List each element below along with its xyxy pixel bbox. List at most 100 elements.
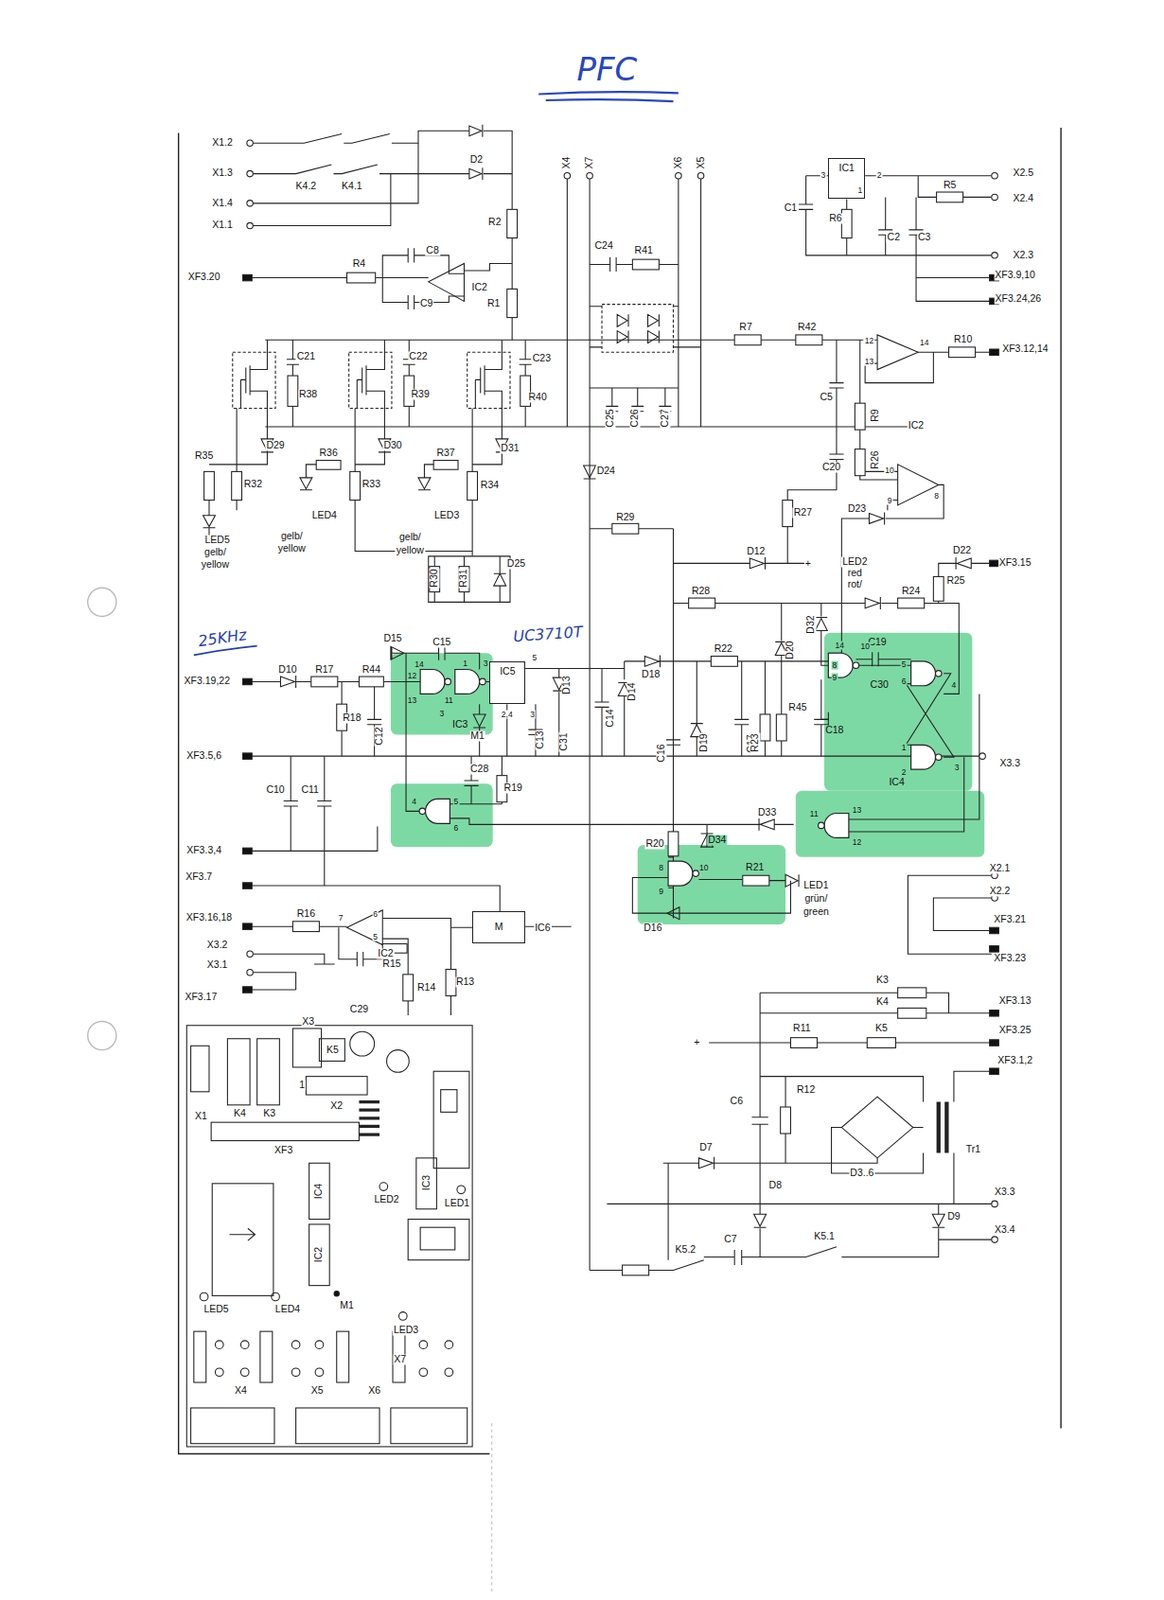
resistor-symbol <box>311 676 338 688</box>
resistor-symbol <box>949 347 976 358</box>
part-label: D16 <box>642 922 663 934</box>
component-symbol <box>418 408 509 557</box>
pin-number: 12 <box>406 670 418 680</box>
pin-number: 14 <box>833 641 845 651</box>
resistor-symbol <box>742 875 770 886</box>
part-label: XF3.9,10 <box>993 270 1037 282</box>
part-label: XF3.25 <box>998 1024 1033 1036</box>
part-label: LED2 <box>372 1194 400 1205</box>
pin-number: 9 <box>657 887 665 897</box>
wire <box>264 339 918 427</box>
logic-gate <box>911 744 936 770</box>
page-frame <box>491 1423 493 1592</box>
part-label: D15 <box>382 633 403 644</box>
pin-number: 13 <box>406 695 418 705</box>
pcb-layout <box>315 1340 324 1350</box>
pcb-layout <box>227 1039 250 1106</box>
part-label: R13 <box>455 977 476 988</box>
terminal <box>243 847 253 854</box>
pin-number: 8 <box>933 491 940 500</box>
terminal <box>989 1068 1000 1075</box>
handwritten-note: UC3710T <box>511 624 584 646</box>
component-symbol <box>356 339 385 427</box>
pcb-layout <box>457 1185 466 1195</box>
part-label: IC2 <box>314 1246 325 1264</box>
part-label: R35 <box>194 450 214 461</box>
part-label: X2.4 <box>1011 194 1035 205</box>
part-label: D33 <box>757 808 777 819</box>
wire <box>828 339 898 480</box>
part-label: R19 <box>503 783 524 794</box>
resistor-symbol <box>898 987 927 999</box>
wire <box>666 661 829 757</box>
box-label: IC1 <box>828 158 865 174</box>
pcb-layout <box>240 1368 249 1377</box>
pin-number: 12 <box>864 336 875 346</box>
part-label: K5.1 <box>812 1231 836 1242</box>
part-label: C1 <box>783 202 798 213</box>
pin-number: 12 <box>851 838 863 847</box>
pin-number: 13 <box>851 805 863 814</box>
part-label: C18 <box>824 724 845 736</box>
page-frame <box>88 587 117 617</box>
resistor-symbol <box>350 471 361 500</box>
pcb-layout <box>240 1340 249 1350</box>
part-label: green <box>802 906 830 918</box>
pin-number: 5 <box>530 653 538 663</box>
part-label: R14 <box>416 982 437 993</box>
resistor-symbol <box>866 1038 896 1049</box>
terminal <box>243 274 253 281</box>
wire <box>855 665 953 758</box>
pin-number: 9 <box>886 496 894 506</box>
pin-number: 13 <box>864 356 875 366</box>
resistor-symbol <box>204 471 215 500</box>
pin-number: 6 <box>900 677 908 687</box>
resistor-symbol <box>936 192 964 203</box>
part-label: D24 <box>596 466 617 477</box>
resistor-symbol <box>759 714 771 741</box>
part-label: R9 <box>869 407 881 423</box>
resistor-symbol <box>668 831 679 857</box>
wire <box>249 827 500 912</box>
part-label: D3..6 <box>848 1167 875 1179</box>
part-label: K5 <box>874 1022 889 1034</box>
terminal <box>989 1010 1000 1017</box>
page-frame <box>88 91 1061 1592</box>
resistor-symbol <box>204 192 976 1276</box>
pin-number: 2 <box>900 768 908 777</box>
wire <box>249 142 419 226</box>
logic-gate <box>444 678 451 685</box>
part-label: K4.1 <box>340 181 364 193</box>
pcb-layout <box>260 1331 273 1383</box>
part-label: gelb/ <box>280 531 304 543</box>
resistor-symbol <box>292 921 319 933</box>
part-label: D19 <box>698 732 709 753</box>
part-label: K4.2 <box>295 181 318 193</box>
part-label: X2.2 <box>988 886 1012 898</box>
component-symbol <box>232 304 674 409</box>
part-label: R38 <box>298 389 318 401</box>
pin-number: 8 <box>657 864 665 873</box>
part-label: XF3.5,6 <box>185 750 223 761</box>
part-label: X4 <box>562 156 573 171</box>
resistor-symbol <box>710 656 738 668</box>
part-label: X4 <box>233 1386 248 1397</box>
part-label: XF3.15 <box>998 558 1033 569</box>
part-label: R36 <box>317 447 338 459</box>
pcb-layout <box>291 1340 300 1350</box>
wire <box>382 247 464 278</box>
resistor-symbol <box>467 471 478 500</box>
part-label: R5 <box>942 180 957 192</box>
pin-number: 3 <box>438 708 445 718</box>
part-label: X2.3 <box>1011 249 1035 261</box>
part-label: gelb/ <box>398 532 423 544</box>
pin-number: 3 <box>529 709 536 719</box>
pcb-layout <box>229 1228 256 1241</box>
part-label: IC4 <box>887 776 905 788</box>
part-label: grün/ <box>803 893 829 904</box>
part-label: XF3.17 <box>183 992 218 1004</box>
logic-gate <box>420 670 445 695</box>
part-label: C9 <box>419 299 434 310</box>
terminal <box>989 1040 1000 1046</box>
part-label: XF3.3,4 <box>185 846 223 857</box>
